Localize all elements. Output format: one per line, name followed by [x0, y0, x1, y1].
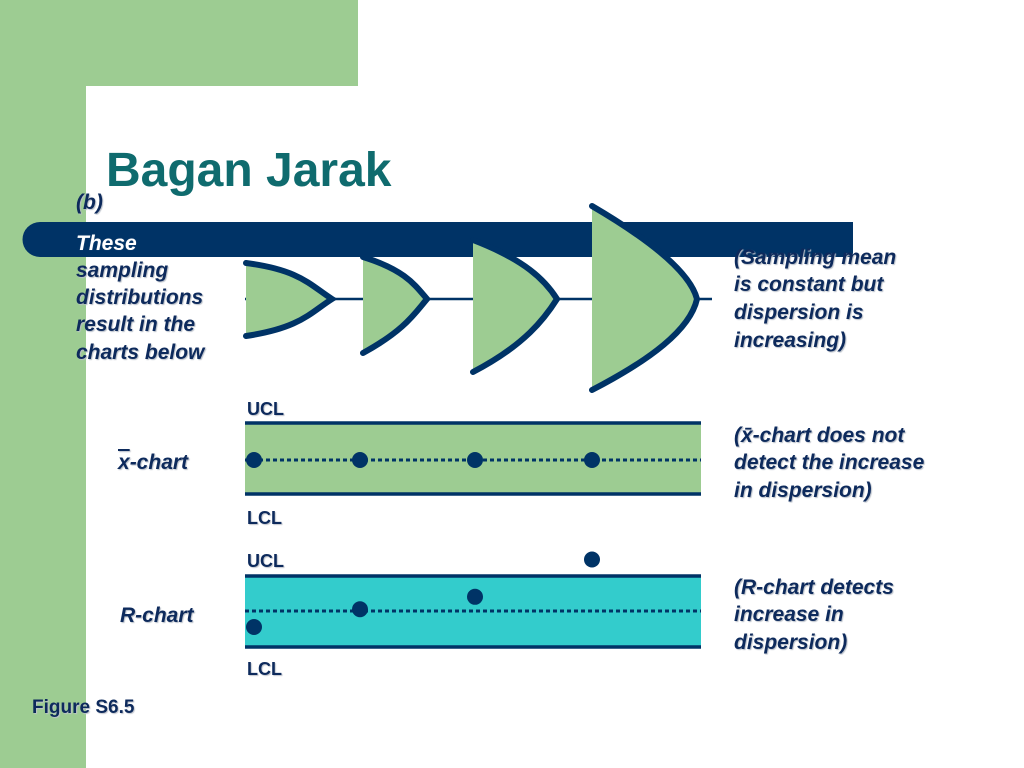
sampling-note-line-4: increasing) — [734, 329, 847, 352]
sampling-distribution-1 — [243, 260, 338, 339]
decorative-green-strip — [0, 0, 86, 768]
xbar-sample-point-2 — [352, 452, 368, 468]
xbar-note-line-2: detect the increase — [734, 451, 925, 474]
r-chart — [245, 551, 701, 649]
xbar-sample-point-3 — [467, 452, 483, 468]
xbar-symbol: x — [118, 451, 130, 474]
xbar-chart-label: x-chart — [118, 449, 188, 477]
r-note-line-1: (R-chart detects — [734, 576, 894, 599]
sampling-distribution-2 — [360, 254, 431, 356]
xbar-note-line-3: in dispersion) — [734, 479, 872, 502]
left-note-line-1: (b) — [76, 191, 103, 214]
sampling-note-line-3: dispersion is — [734, 301, 864, 324]
slide-title: Bagan Jarak — [106, 144, 392, 197]
xbar-label-suffix: -chart — [129, 451, 189, 474]
xbar-ucl-label: UCL — [247, 399, 284, 419]
r-lcl-label: LCL — [247, 659, 282, 679]
r-sample-point-3 — [467, 588, 483, 605]
left-note-line-4: distributions — [76, 286, 204, 309]
xbar-note-line-1: (x̄-chart does not — [734, 424, 905, 447]
figure-label: Figure S6.5 — [32, 697, 135, 718]
sampling-note-line-2: is constant but — [734, 273, 884, 296]
sampling-distribution-3 — [470, 237, 561, 375]
xbar-lcl-label: LCL — [247, 508, 282, 528]
navy-bar — [22, 222, 854, 257]
r-note-line-3: dispersion) — [734, 631, 848, 654]
r-ucl-label: UCL — [247, 551, 284, 571]
r-sample-point-2 — [352, 601, 368, 618]
sampling-note-line-1: (Sampling mean — [734, 246, 897, 269]
xbar-sample-point-1 — [246, 452, 262, 468]
r-sample-point-1 — [246, 618, 262, 635]
xbar-chart — [245, 421, 701, 496]
left-note-line-2: These — [76, 232, 137, 255]
r-sample-point-4 — [584, 551, 600, 568]
r-chart-label: R-chart — [120, 604, 194, 627]
left-note-line-3: sampling — [76, 259, 169, 282]
xbar-sample-point-4 — [584, 452, 600, 468]
sampling-distribution-4 — [589, 203, 701, 393]
left-note-line-6: charts below — [76, 341, 205, 364]
r-note-line-2: increase in — [734, 603, 844, 626]
left-note-line-5: result in the — [76, 313, 196, 336]
